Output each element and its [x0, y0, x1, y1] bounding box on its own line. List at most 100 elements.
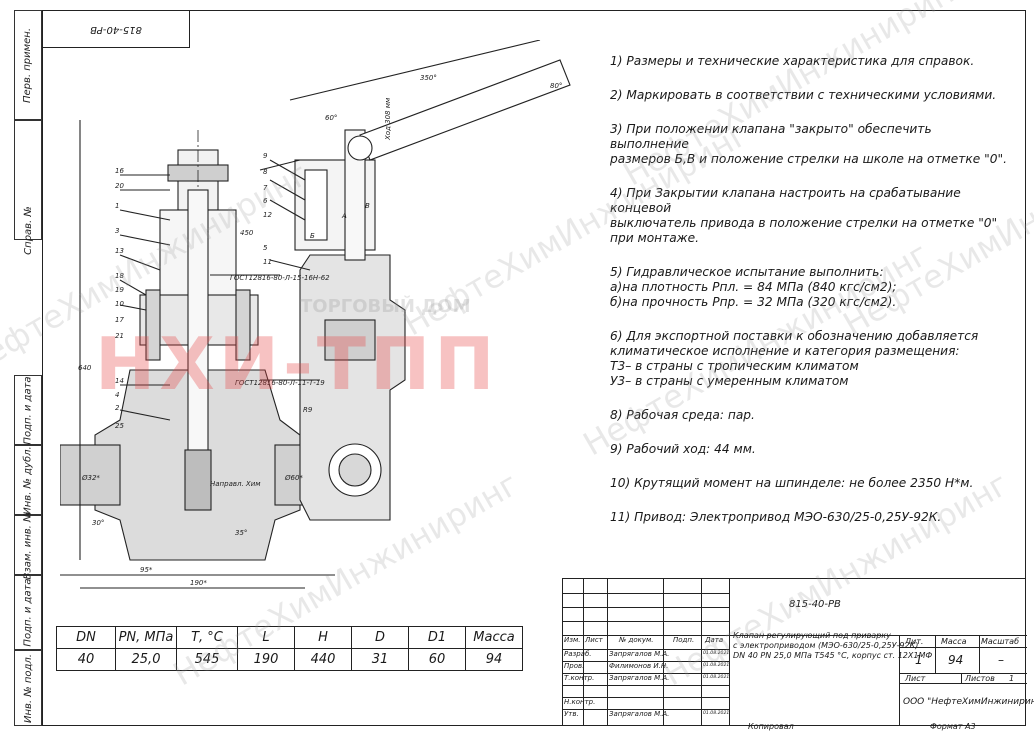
brand-watermark: НХИ-ТПП: [95, 322, 499, 406]
actuator-gauge: [304, 169, 328, 241]
callout: 5: [263, 244, 268, 252]
dimension: 640: [78, 364, 92, 372]
note-item: 10) Крутящий момент на шпинделе: не боле…: [610, 476, 974, 490]
callout: 2: [115, 404, 120, 412]
callout: 1: [115, 202, 119, 210]
dimension: 190*: [190, 579, 207, 587]
format-label: Формат А3: [930, 722, 976, 731]
dimension: 95*: [140, 566, 153, 574]
table-cell: 440: [294, 648, 352, 671]
pipe-left: [60, 444, 121, 506]
note-item: 11) Привод: Электропривод МЭО-630/25-0,2…: [610, 510, 942, 524]
row-date: 01.08.2021: [703, 663, 730, 668]
side-label: Инв. № дубл.: [22, 445, 34, 515]
dimension: 350°: [420, 74, 437, 82]
row-name: Запрягалов М.А.: [609, 674, 670, 682]
callout: 16: [115, 167, 124, 175]
dimension: 80°: [550, 82, 562, 90]
dimension: R9: [303, 406, 313, 414]
drawing-frame: [42, 10, 1026, 726]
drawing-note: ГОСТ12816-80-Л-11-Т-19: [235, 379, 325, 387]
designation: 815-40-РВ: [789, 599, 841, 610]
callout: 3: [115, 227, 119, 235]
copied-label: Копировал: [748, 722, 794, 731]
callout: 14: [115, 377, 124, 385]
row-role: Утв.: [564, 710, 579, 718]
table-header-cell: Масса: [465, 626, 523, 649]
product-name: Клапан регулирующий под приварку с элект…: [733, 631, 933, 660]
mass-value: 94: [948, 653, 964, 667]
table-cell: 545: [176, 648, 238, 671]
table-header-cell: Н: [294, 626, 352, 649]
table-row: 40 25,0 545 190 440 31 60 94: [56, 648, 523, 671]
callout: 18: [115, 272, 124, 280]
col-header: Подп.: [673, 636, 695, 644]
row-role: Разраб.: [564, 650, 592, 658]
callout: 6: [263, 197, 268, 205]
shop-watermark: ТОРГОВЫЙ ДОМ: [300, 296, 471, 317]
note-item: 6) Для экспортной поставки к обозначению…: [610, 329, 979, 388]
col-header: Изм.: [564, 636, 581, 644]
dimension: 450: [240, 229, 254, 237]
note-item: 2) Маркировать в соответствии с техничес…: [610, 88, 997, 102]
callout: 7: [263, 184, 268, 192]
table-header-row: DN PN, МПа Т, °С L Н D D1 Масса: [56, 626, 523, 649]
side-label: Подп. и дата: [22, 578, 34, 647]
note-item: 4) При Закрытии клапана настроить на сра…: [610, 186, 998, 245]
table-header-cell: DN: [56, 626, 116, 649]
top-doc-code: 815-40-РВ: [42, 10, 190, 48]
col-header: № докум.: [619, 636, 654, 644]
callout: 4: [115, 391, 119, 399]
row-role: Т.контр.: [564, 674, 595, 682]
col-header: Лист: [585, 636, 603, 644]
row-role: Н.контр.: [564, 698, 596, 706]
lit-value: 1: [915, 653, 923, 667]
callout: 21: [115, 332, 124, 340]
sheets-value: 1: [1009, 674, 1015, 683]
callout: 11: [263, 258, 272, 266]
row-name: Запрягалов М.А.: [609, 710, 670, 718]
spindle-side: [344, 129, 366, 261]
note-item: 9) Рабочий ход: 44 мм.: [610, 442, 756, 456]
callout: 25: [115, 422, 124, 430]
drawing-note: Направл. Хим: [210, 480, 261, 488]
table-header-cell: PN, МПа: [115, 626, 177, 649]
table-cell: 25,0: [115, 648, 177, 671]
sheets-label: Листов: [965, 674, 995, 683]
side-label: Инв. № подл.: [22, 653, 34, 723]
drawing-note: ГОСТ12816-80-Л-15-16Н-62: [230, 274, 330, 282]
row-role: Пров.: [564, 662, 585, 670]
company-name: ООО "НефтеХимИнжиниринг": [903, 697, 1034, 707]
row-date: 01.08.2021: [703, 651, 730, 656]
callout: 20: [115, 182, 124, 190]
dimension: 30°: [92, 519, 104, 527]
dimension: Ø32*: [81, 474, 100, 482]
callout: 8: [263, 168, 268, 176]
table-header-cell: D1: [408, 626, 466, 649]
row-name: Филимонов И.Н.: [609, 662, 669, 670]
callout: 9: [263, 152, 268, 160]
note-item: 8) Рабочая среда: пар.: [610, 408, 755, 422]
callout: Б: [310, 232, 315, 240]
table-cell: 40: [56, 648, 116, 671]
row-date: 01.08.2021: [703, 675, 730, 680]
callout: 13: [115, 247, 124, 255]
callout: А: [341, 212, 347, 220]
dimension: 35°: [235, 529, 247, 537]
row-date: 01.08.2021: [703, 711, 730, 716]
table-header-cell: D: [351, 626, 409, 649]
callout: 12: [263, 211, 272, 219]
table-cell: 190: [237, 648, 295, 671]
note-item: 1) Размеры и технические характеристика …: [610, 54, 975, 68]
side-label: Взам. инв. №: [22, 511, 34, 579]
table-cell: 60: [408, 648, 466, 671]
table-cell: 31: [351, 648, 409, 671]
dimension: Ø60*: [284, 474, 303, 482]
sheet-label: Лист: [905, 674, 926, 683]
callout: 17: [115, 316, 124, 324]
valve-drawing: 16 20 1 3 13 18 19 10 17 21 14 4 2 25 9 …: [60, 40, 571, 589]
technical-notes: 1) Размеры и технические характеристика …: [610, 54, 1010, 544]
row-name: Запрягалов М.А.: [609, 650, 670, 658]
parameters-table: DN PN, МПа Т, °С L Н D D1 Масса 40 25,0 …: [56, 626, 523, 671]
callout: 19: [115, 286, 124, 294]
